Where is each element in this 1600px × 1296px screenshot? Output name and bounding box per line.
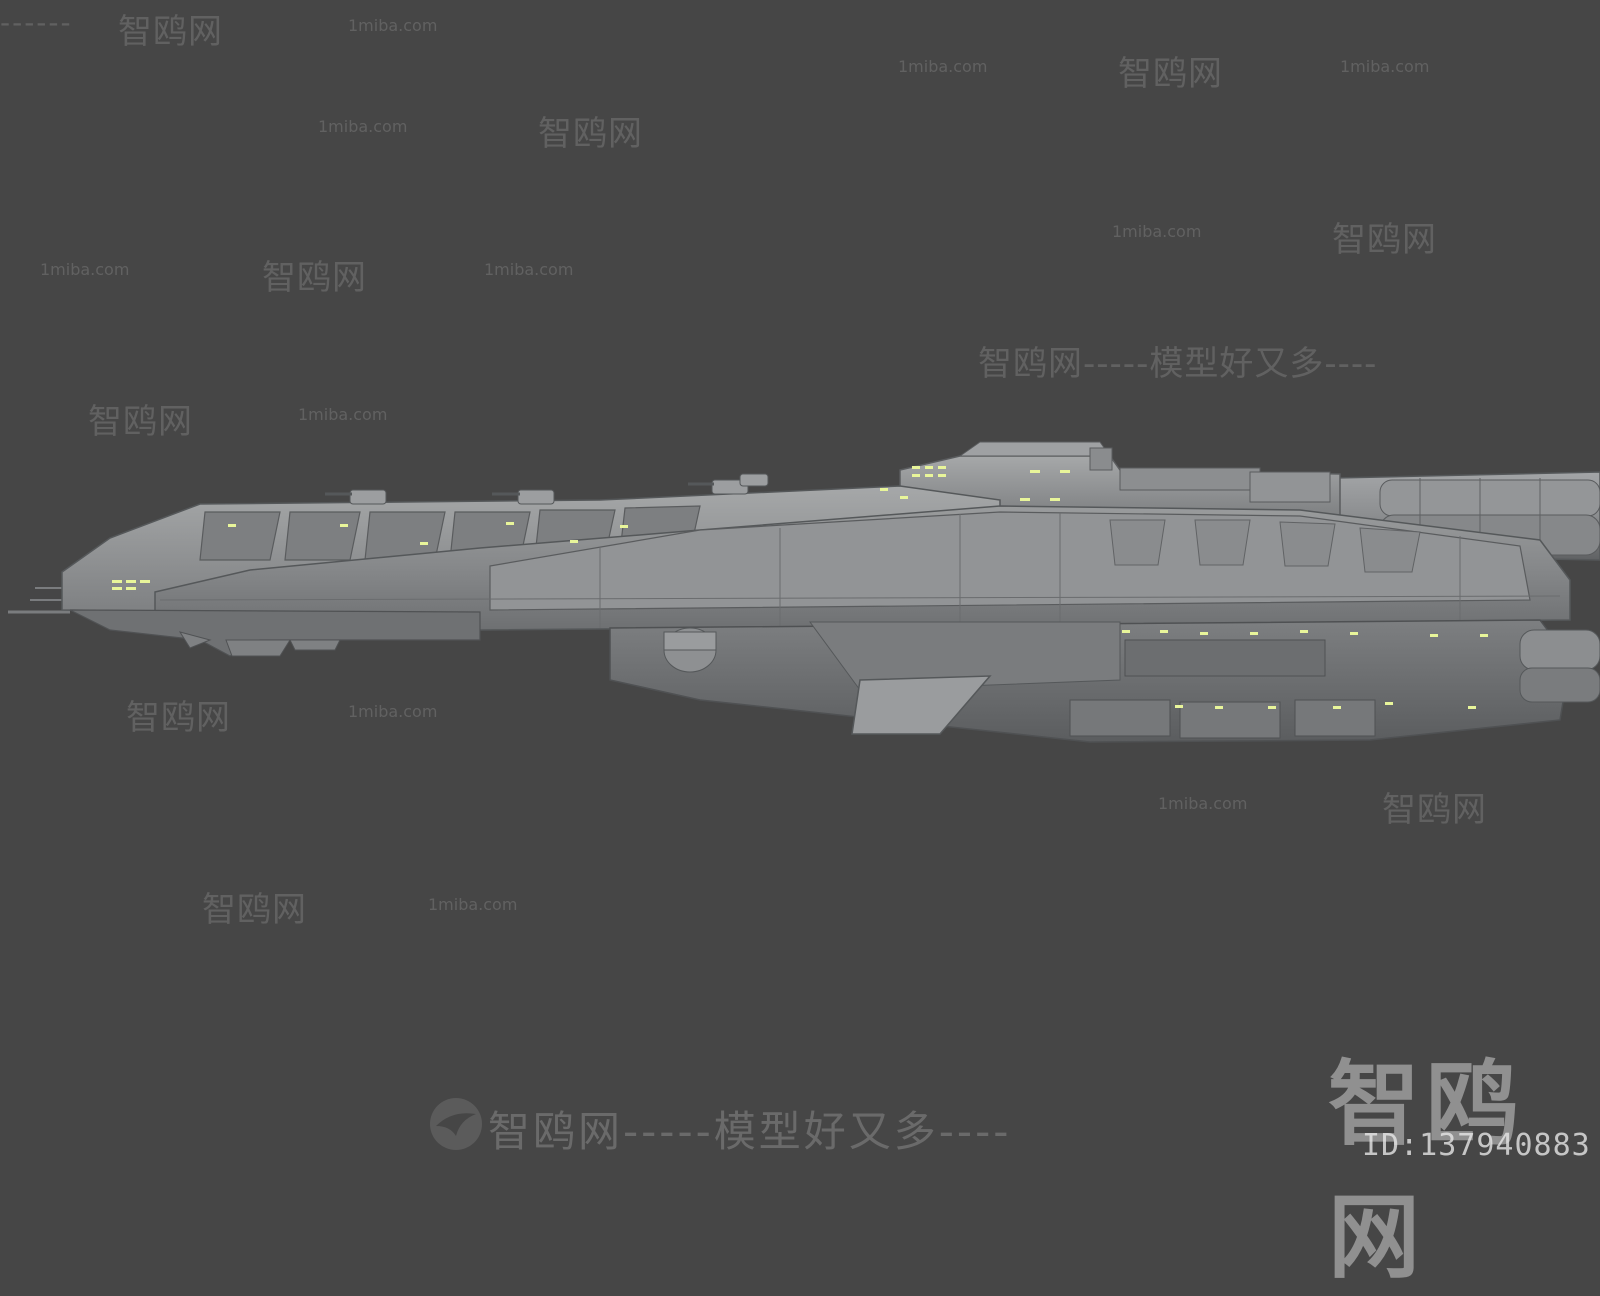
render-viewport (8, 441, 1600, 1150)
spaceship (8, 441, 1600, 743)
brand-logo: 智鸥网 (1328, 1051, 1525, 1291)
main-hull (154, 505, 1571, 631)
bridge-tower (899, 441, 1341, 521)
bird-icon (430, 1098, 482, 1150)
lower-keel (609, 619, 1600, 743)
image-id-label: ID:137940883 (1362, 1128, 1591, 1163)
bow-underside (69, 609, 481, 657)
window-lights (112, 466, 1488, 709)
bottom-slogan: 智鸥网-----模型好又多---- (488, 1107, 1012, 1156)
